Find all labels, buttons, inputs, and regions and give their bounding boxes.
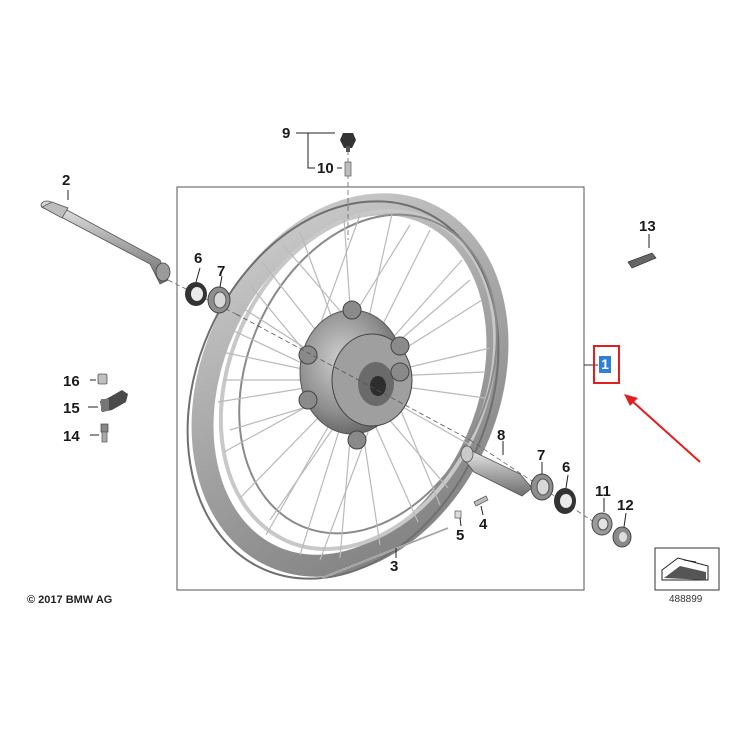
wheel-hub (298, 300, 413, 450)
callout-7-left[interactable]: 7 (217, 263, 226, 280)
axle-nut-icon[interactable] (612, 526, 632, 548)
callout-1[interactable]: 1 (599, 356, 611, 373)
diagram-reference-number: 488899 (669, 594, 703, 605)
callout-5[interactable]: 5 (456, 527, 465, 544)
seal-ring-left-icon[interactable] (185, 282, 207, 306)
spoke-icon[interactable] (321, 527, 449, 579)
bearing-left-icon[interactable] (207, 286, 231, 314)
callout-14[interactable]: 14 (63, 428, 80, 445)
sensor-body-icon[interactable] (100, 390, 128, 412)
washer-icon[interactable] (454, 510, 462, 519)
callout-7-right[interactable]: 7 (537, 447, 546, 464)
callout-11[interactable]: 11 (595, 483, 611, 500)
callout-10[interactable]: 10 (317, 160, 334, 177)
callout-15[interactable]: 15 (63, 400, 80, 417)
view-direction-icon (654, 547, 720, 591)
callout-13[interactable]: 13 (639, 218, 656, 235)
highlight-arrow-icon (624, 394, 701, 463)
bearing-11-icon[interactable] (591, 512, 613, 536)
spoked-wheel-icon[interactable] (130, 152, 556, 629)
callout-9[interactable]: 9 (282, 125, 291, 142)
callout-8[interactable]: 8 (497, 427, 506, 444)
spacer-sleeve-icon[interactable] (460, 445, 533, 497)
spoke-nipple-icon[interactable] (473, 495, 489, 507)
callout-6-right[interactable]: 6 (562, 459, 571, 476)
callout-2[interactable]: 2 (62, 172, 71, 189)
sensor-bolt-icon[interactable] (100, 423, 109, 443)
copyright-text: © 2017 BMW AG (27, 594, 113, 606)
callout-3[interactable]: 3 (390, 558, 399, 575)
balance-weight-icon[interactable] (627, 252, 657, 269)
callout-4[interactable]: 4 (479, 516, 488, 533)
assembly-frame (176, 186, 585, 591)
valve-cap-icon[interactable] (340, 133, 356, 152)
axle-shaft-icon[interactable] (40, 200, 171, 285)
sensor-cap-icon[interactable] (97, 373, 108, 385)
callout-12[interactable]: 12 (617, 497, 634, 514)
valve-stem-icon[interactable] (344, 161, 352, 177)
seal-ring-right-icon[interactable] (554, 488, 576, 514)
callout-16[interactable]: 16 (63, 373, 80, 390)
bearing-right-icon[interactable] (530, 473, 554, 501)
selected-part-highlight (593, 345, 620, 384)
callout-6-left[interactable]: 6 (194, 250, 203, 267)
